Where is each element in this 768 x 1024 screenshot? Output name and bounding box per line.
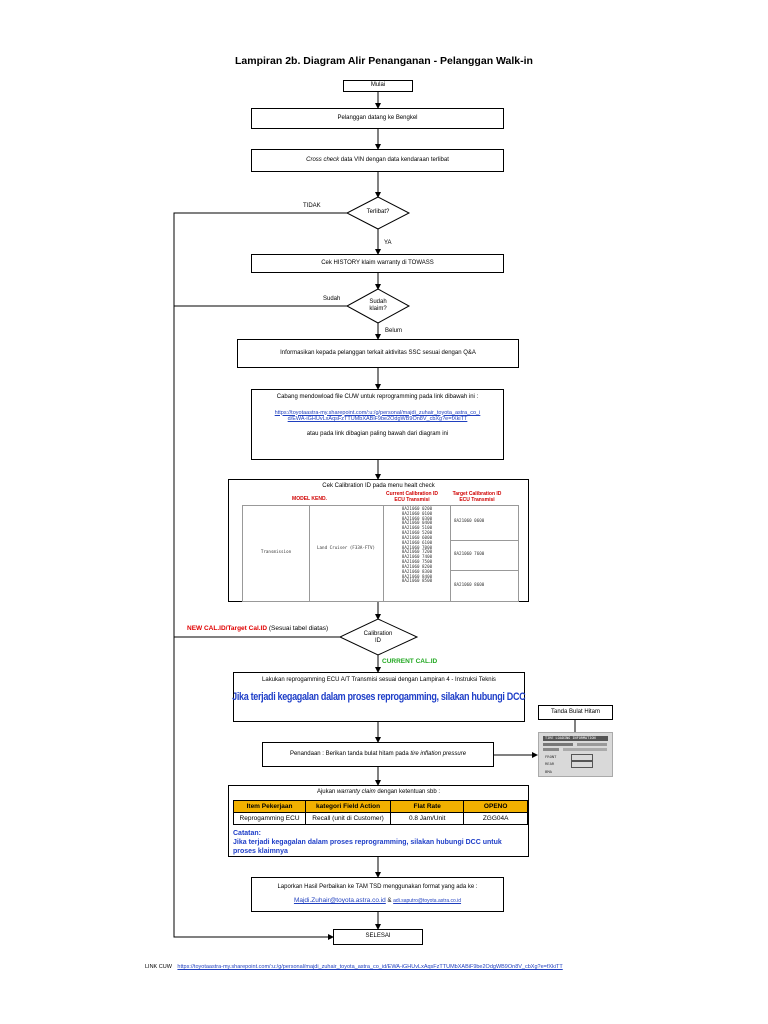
download-link[interactable]: https://toyotaastra-my.sharepoint.com/:u…: [274, 409, 481, 423]
current-id: 8A21060 5100: [401, 525, 433, 531]
calib-row-label: Transmission: [260, 549, 292, 554]
target-id: 8A21060 8600: [454, 582, 485, 587]
calib-table: MODEL KEND. Current Calibration ID ECU T…: [242, 491, 522, 602]
current-id: 8A21060 0400: [401, 520, 433, 526]
download-note: atau pada link dibagian paling bawah dar…: [306, 431, 449, 438]
claim-cell-openo: ZGG04A: [463, 812, 528, 825]
calib-header-current: Current Calibration ID ECU Transmisi: [386, 491, 438, 503]
involved-decision: Terlibat?: [366, 209, 390, 215]
already-label: Sudah: [323, 296, 341, 302]
claim-cell-flatrate: 0.8 Jam/Unit: [390, 812, 465, 825]
no-label: TIDAK: [303, 203, 321, 209]
report-text: Laporkan Hasil Perbaikan ke TAM TSD meng…: [277, 883, 478, 890]
claim-header-flatrate: Flat Rate: [390, 800, 465, 813]
not-yet-label: Belum: [385, 328, 403, 334]
calib-current-list: 8A21060 0200 8A21060 0100 8A21060 0300 8…: [385, 506, 449, 584]
arrive-step: Pelanggan datang ke Bengkel: [251, 108, 504, 129]
calib-grid: Transmission Land Cruiser (F33A-FTV) 8A2…: [242, 505, 519, 602]
claim-intro-a: Ajukan: [316, 789, 337, 795]
download-text: Cabang mendowload file CUW untuk reprogr…: [276, 394, 479, 400]
claim-table-header: Item Pekerjaan kategori Field Action Fla…: [232, 800, 528, 813]
current-id: 8A21060 7500: [401, 559, 433, 565]
claim-cell-category: Recall (unit di Customer): [305, 812, 392, 825]
claim-note: Catatan: Jika terjadi kegagalan dalam pr…: [233, 830, 523, 856]
page-title: Lampiran 2b. Diagram Alir Penanganan - P…: [235, 55, 533, 67]
reprog-step: Lakukan reprogamming ECU A/T Transmisi s…: [232, 672, 526, 722]
claim-intro: Ajukan warranty claim dengan ketentuan s…: [229, 789, 528, 797]
current-id: 8A21060 0300: [401, 515, 433, 521]
current-id: 8A21060 8200: [401, 563, 433, 569]
tire-sticker-rear: REAR: [545, 761, 555, 766]
mark-em: tire inflation pressure: [410, 750, 467, 757]
start-node: Mulai: [343, 80, 413, 92]
current-id: 8A21060 5200: [401, 530, 433, 536]
current-id: 8A21060 7000: [401, 544, 433, 550]
footer-link-row: LINK CUW https://toyotaastra-my.sharepoi…: [145, 964, 563, 970]
target-id: 8A21060 0600: [454, 518, 485, 523]
tire-sticker-front: FRONT: [545, 754, 557, 759]
new-cal-rest: (Sesuai tabel diatas): [267, 625, 329, 632]
claimed-q2: klaim?: [369, 305, 387, 312]
claim-cell-item: Reprogamming ECU: [232, 812, 307, 825]
footer-label: LINK CUW: [145, 964, 172, 970]
calib-check-text: Cek Calibration ID pada menu healt check: [322, 483, 435, 489]
yes-label: YA: [384, 240, 392, 246]
email-link-1[interactable]: Majdi.Zuhair@toyota.astra.co.id: [293, 897, 386, 904]
report-step: Laporkan Hasil Perbaikan ke TAM TSD meng…: [251, 877, 504, 912]
new-cal-red: NEW CAL.ID/Target Cal.ID: [187, 625, 268, 632]
tire-sticker-code: BMA: [545, 769, 552, 774]
current-id: 8A21060 0100: [401, 510, 433, 516]
crosscheck-em: Cross check: [306, 156, 340, 163]
crosscheck-text: data VIN dengan data kendaraan terlibat: [339, 156, 449, 163]
calib-header-target: Target Calibration ID ECU Transmisi: [452, 491, 502, 503]
end-node: SELESAI: [333, 929, 423, 945]
current-id: 8A21060 0200: [401, 506, 433, 511]
current-id: 8A21060 6100: [401, 539, 433, 545]
claim-header-openo: OPENO: [463, 800, 528, 813]
current-id: 8A21060 8500: [401, 578, 433, 584]
email-link-2[interactable]: adi.saputro@toyota.astra.co.id: [393, 898, 462, 904]
download-step: Cabang mendowload file CUW untuk reprogr…: [251, 389, 504, 460]
calib-q2: ID: [375, 638, 381, 645]
reprog-text: Lakukan reprogamming ECU A/T Transmisi s…: [262, 677, 496, 683]
current-id: 8A21060 8300: [401, 568, 433, 574]
current-cal-label: CURRENT CAL.ID: [382, 658, 438, 665]
current-id: 8A21060 8400: [401, 573, 433, 579]
claim-note-title: Catatan:: [233, 830, 262, 837]
calib-check-step: Cek Calibration ID pada menu healt check…: [228, 479, 529, 602]
claim-note-text: Jika terjadi kegagalan dalam proses repr…: [233, 838, 502, 855]
claim-intro-b: dengan ketentuan sbb :: [375, 789, 441, 795]
claimed-q1: Sudah: [369, 299, 387, 305]
new-cal-label: NEW CAL.ID/Target Cal.ID (Sesuai tabel d…: [187, 625, 328, 632]
calib-decision: Calibration ID: [353, 631, 403, 645]
inform-step: Informasikan kepada pelanggan terkait ak…: [237, 339, 519, 368]
reprog-warning: Jika terjadi kegagalan dalam proses repr…: [232, 690, 526, 703]
claim-intro-em: warranty claim: [336, 789, 376, 795]
current-id: 8A21060 7200: [401, 549, 433, 555]
amp-text: &: [385, 898, 394, 904]
claimed-decision: Sudah klaim?: [358, 299, 398, 312]
calib-model: Land Cruiser (F33A-FTV): [317, 545, 375, 550]
claim-header-item: Item Pekerjaan: [232, 800, 307, 813]
claim-header-category: kategori Field Action: [305, 800, 392, 813]
current-id: 8A21060 6000: [401, 534, 433, 540]
tire-sticker-image: TIRE LOADING INFORMATION FRONT REAR BMA: [538, 732, 613, 777]
footer-link[interactable]: https://toyotaastra-my.sharepoint.com/:u…: [177, 964, 563, 970]
calib-header-model: MODEL KEND.: [292, 496, 327, 502]
claim-table: Item Pekerjaan kategori Field Action Fla…: [232, 800, 528, 825]
target-id: 8A21060 7600: [454, 551, 485, 556]
crosscheck-step: Cross check data VIN dengan data kendara…: [251, 149, 504, 172]
history-step: Cek HISTORY klaim warranty di TOWASS: [251, 254, 504, 273]
black-dot-label: Tanda Bulat Hitam: [538, 705, 613, 720]
mark-step: Penandaan : Berikan tanda bulat hitam pa…: [262, 742, 494, 767]
table-row: Reprogamming ECU Recall (unit di Custome…: [232, 812, 528, 825]
calib-q1: Calibration: [363, 631, 393, 637]
mark-text: Penandaan : Berikan tanda bulat hitam pa…: [289, 750, 411, 757]
current-id: 8A21060 7400: [401, 554, 433, 560]
tire-sticker-title: TIRE LOADING INFORMATION: [545, 736, 596, 740]
